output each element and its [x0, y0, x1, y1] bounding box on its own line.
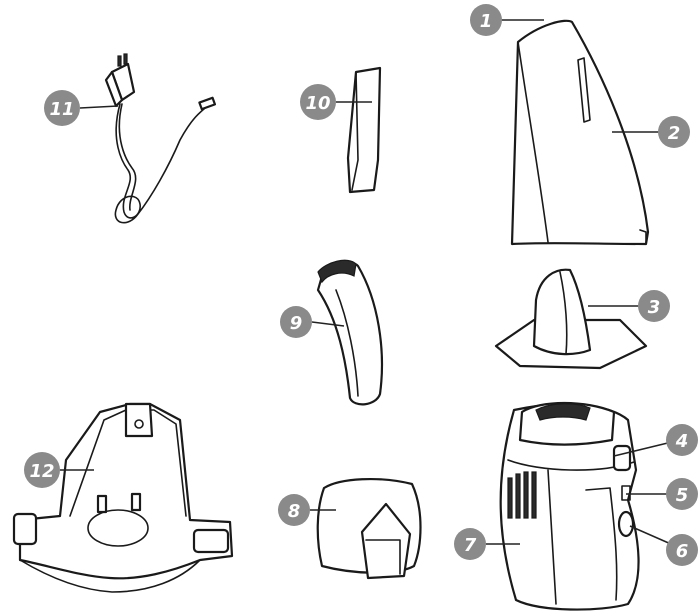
callout-12: 12	[24, 452, 60, 488]
callout-number: 7	[464, 535, 477, 556]
main-unit-illustration	[501, 403, 639, 610]
callout-11: 11	[44, 90, 80, 126]
callout-number: 10	[305, 93, 330, 114]
callout-8: 8	[278, 494, 310, 526]
callout-7: 7	[454, 528, 486, 560]
brush-attachment-illustration	[318, 260, 382, 404]
charging-base-illustration	[14, 404, 232, 592]
callout-1: 1	[470, 4, 502, 36]
callout-number: 3	[648, 297, 661, 318]
callout-5: 5	[666, 478, 698, 510]
callout-9: 9	[280, 306, 312, 338]
callout-6: 6	[666, 534, 698, 566]
callout-10: 10	[300, 84, 336, 120]
callout-number: 2	[668, 123, 681, 144]
callout-number: 1	[480, 11, 493, 32]
filter-illustration	[318, 479, 421, 578]
callout-2: 2	[658, 116, 690, 148]
callout-number: 6	[676, 541, 689, 562]
power-adapter-illustration	[106, 54, 215, 223]
callout-number: 9	[290, 313, 303, 334]
callout-number: 8	[288, 501, 301, 522]
callout-number: 5	[676, 485, 689, 506]
callout-number: 11	[49, 99, 74, 120]
callout-number: 4	[675, 431, 689, 452]
crevice-tool-illustration	[348, 68, 380, 192]
callout-number: 12	[29, 461, 54, 482]
callout-3: 3	[638, 290, 670, 322]
callout-4: 4	[666, 424, 698, 456]
nozzle-stand-illustration	[496, 270, 646, 368]
